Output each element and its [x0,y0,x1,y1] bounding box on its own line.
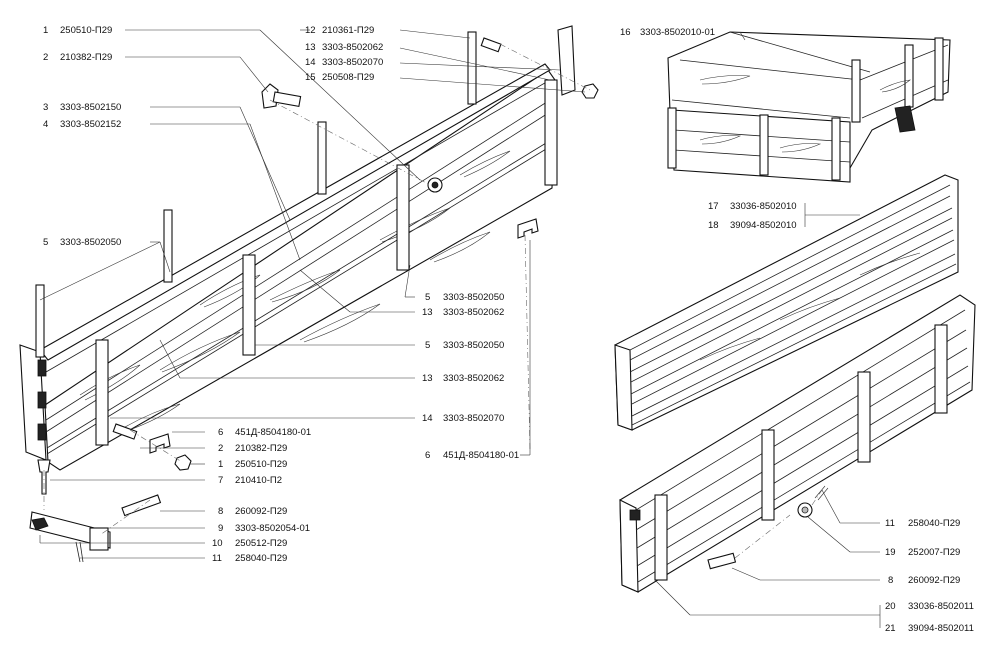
callout-num: 9 [218,523,223,534]
callout-code: 260092-П29 [908,575,960,586]
side-board-20-21 [619,294,976,593]
callout-num: 11 [885,518,895,529]
callout-code: 39094-8502011 [908,623,974,634]
callout-code: 250510-П29 [235,459,287,470]
callout-code: 258040-П29 [908,518,960,529]
callout-code: 250512-П29 [235,538,287,549]
callout-code: 3303-8502050 [443,340,504,351]
callout-code: 33036-8502010 [730,201,797,212]
callout-code: 210361-П29 [322,25,374,36]
callout-num: 18 [708,220,719,231]
callout-code: 258040-П29 [235,553,287,564]
callout-code: 260092-П29 [235,506,287,517]
callout-num: 2 [218,443,223,454]
callout-code: 3303-8502062 [443,307,504,318]
callout-num: 7 [218,475,223,486]
callout-code: 3303-8502062 [443,373,504,384]
callout-code: 3303-8502070 [322,57,383,68]
callout-num: 14 [305,57,316,68]
callout-code: 3303-8502070 [443,413,504,424]
truck-body-assembly [667,31,951,183]
callout-code: 39094-8502010 [730,220,797,231]
callout-num: 13 [422,373,433,384]
callout-num: 17 [708,201,719,212]
callout-labels: 1 250510-П29 2 210382-П29 3 3303-8502150… [43,25,974,634]
callout-num: 1 [218,459,223,470]
callout-num: 20 [885,601,896,612]
callout-num: 6 [425,450,430,461]
callout-num: 13 [422,307,433,318]
callout-num: 11 [212,553,222,564]
callout-code: 210382-П29 [60,52,112,63]
callout-num: 14 [422,413,433,424]
callout-code: 3303-8502054-01 [235,523,310,534]
callout-num: 19 [885,547,896,558]
callout-num: 21 [885,623,896,634]
callout-code: 451Д-8504180-01 [235,427,311,438]
callout-num: 8 [218,506,223,517]
callout-code: 250508-П29 [322,72,374,83]
callout-num: 5 [43,237,48,248]
callout-num: 5 [425,292,430,303]
callout-num: 2 [43,52,48,63]
callout-code: 210410-П2 [235,475,282,486]
callout-code: 3303-8502010-01 [640,27,715,38]
callout-num: 8 [888,575,893,586]
callout-code: 3303-8502050 [443,292,504,303]
callout-num: 13 [305,42,316,53]
side-board-17-18 [614,174,959,431]
callout-code: 3303-8502062 [322,42,383,53]
callout-num: 4 [43,119,48,130]
callout-code: 252007-П29 [908,547,960,558]
callout-code: 3303-8502152 [60,119,121,130]
callout-num: 3 [43,102,48,113]
callout-num: 10 [212,538,223,549]
callout-num: 16 [620,27,631,38]
callout-num: 1 [43,25,48,36]
callout-code: 3303-8502050 [60,237,121,248]
callout-num: 15 [305,72,316,83]
leader-lines [39,29,881,628]
callout-code: 451Д-8504180-01 [443,450,519,461]
callout-num: 12 [305,25,316,36]
callout-code: 250510-П29 [60,25,112,36]
callout-num: 6 [218,427,223,438]
callout-num: 5 [425,340,430,351]
callout-code: 3303-8502150 [60,102,121,113]
callout-code: 210382-П29 [235,443,287,454]
callout-code: 33036-8502011 [908,601,974,612]
